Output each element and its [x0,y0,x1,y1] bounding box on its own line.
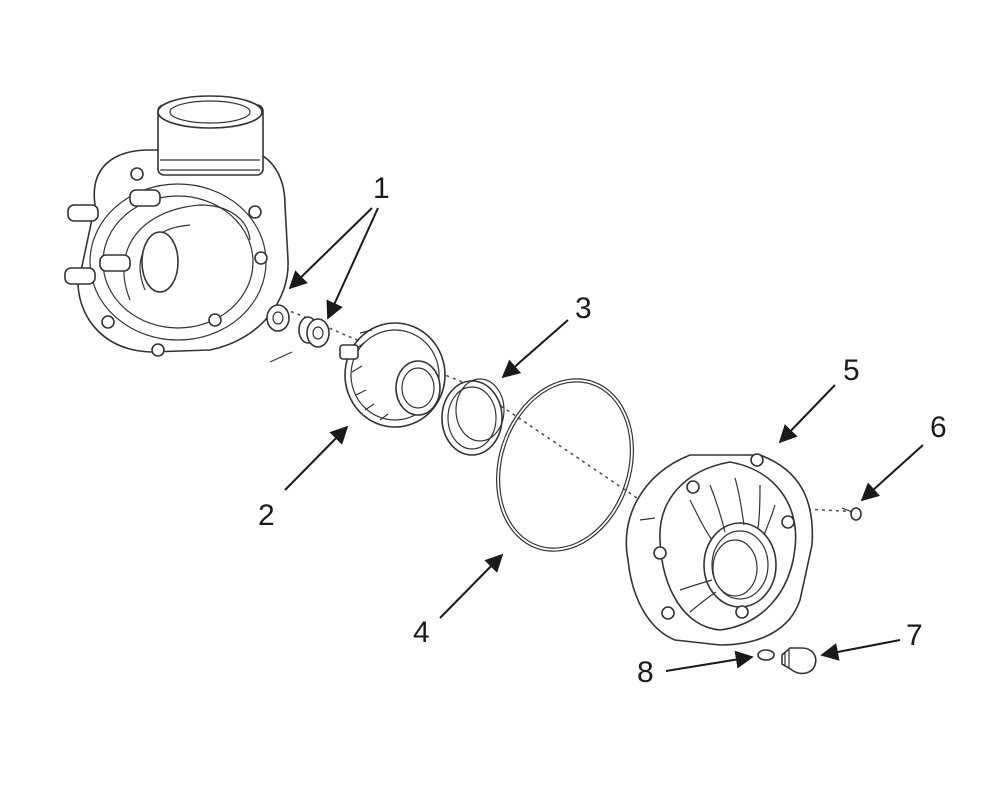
callout-5: 5 [843,354,860,387]
callout-7: 7 [906,619,923,652]
drain-plug-o-ring [757,649,775,661]
callout-3: 3 [575,292,592,325]
wear-ring [441,378,505,456]
leader-6 [860,444,924,502]
callout-2: 2 [258,499,275,532]
leader-4 [439,553,504,619]
drain-plug [781,647,817,675]
callout-6: 6 [930,411,947,444]
callout-4: 4 [413,616,430,649]
pump-volute-housing [64,95,289,357]
leader-2 [284,425,349,491]
leader-5 [778,384,836,444]
seal-plate-cover [625,453,814,646]
leader-3 [501,319,569,379]
leader-7 [820,639,901,661]
leader-8 [665,650,754,672]
callout-8: 8 [637,656,654,689]
shaft-seal-parts [266,304,330,363]
o-ring-gasket [495,378,635,552]
callout-1: 1 [373,172,390,205]
impeller [339,322,446,428]
leader-1a [288,207,373,290]
screw [841,507,862,521]
leader-1b [326,207,379,320]
